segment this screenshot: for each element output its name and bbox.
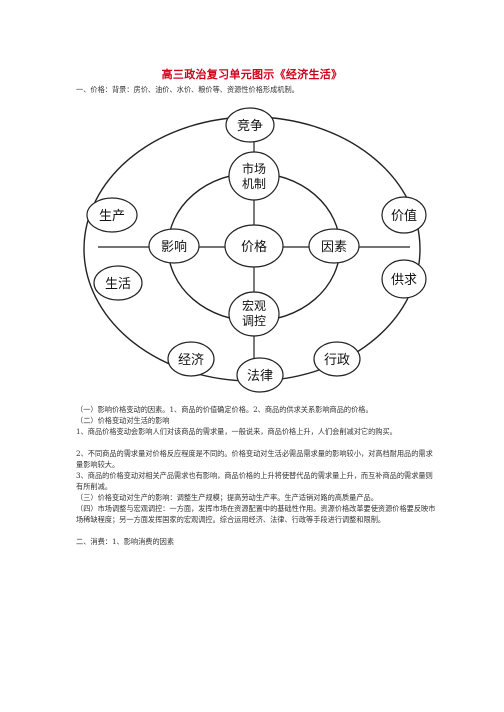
node-macro-control: 宏观 调控 (228, 291, 280, 337)
svg-text:价值: 价值 (391, 208, 417, 224)
price-concept-diagram: 竞争 生产 生活 经济 法律 行政 供求 价值 市场 机制 影响 价格 (83, 107, 427, 393)
svg-text:影响: 影响 (161, 239, 187, 255)
para-3: 1、商品价格变动会影响人们对该商品的需求量，一般说来，商品价格上升，人们会削减对… (76, 427, 397, 436)
para-6: （三）价格变动对生产的影响：调整生产规模；提高劳动生产率。生产适销对路的高质量产… (76, 493, 378, 502)
node-life: 生活 (93, 265, 143, 301)
svg-text:生产: 生产 (99, 209, 125, 224)
node-production: 生产 (86, 197, 138, 233)
svg-text:宏观: 宏观 (242, 298, 266, 313)
node-supply-demand: 供求 (381, 259, 427, 299)
svg-text:竞争: 竞争 (237, 118, 263, 134)
svg-text:价格: 价格 (241, 239, 267, 255)
svg-text:因素: 因素 (321, 240, 347, 255)
svg-text:机制: 机制 (242, 177, 266, 191)
node-economy: 经济 (167, 341, 215, 377)
node-price: 价格 (224, 224, 284, 268)
para-7: （四）市场调整与宏观调控：一方面，发挥市场在资源配置中的基础性作用。资源价格改革… (76, 504, 436, 524)
intro-line: 一、价格：背景：房价、油价、水价、粮价等、资源性价格形成机制。 (76, 85, 299, 94)
svg-text:行政: 行政 (324, 353, 350, 368)
para-8: 二、消费：1、影响消费的因素 (76, 537, 175, 546)
svg-text:经济: 经济 (178, 353, 204, 368)
svg-text:法律: 法律 (247, 369, 273, 384)
node-law: 法律 (236, 357, 284, 393)
node-value: 价值 (381, 196, 427, 234)
node-market-mechanism: 市场 机制 (228, 151, 280, 201)
para-2: （二）价格变动对生活的影响 (76, 416, 170, 425)
node-factors: 因素 (308, 228, 360, 264)
svg-text:调控: 调控 (242, 314, 266, 328)
node-competition: 竞争 (225, 107, 275, 143)
node-administration: 行政 (313, 341, 361, 377)
para-4: 2、不同商品的需求量对价格反应程度是不同的。价格变动对生活必需品需求量的影响较小… (76, 449, 433, 469)
svg-text:生活: 生活 (105, 277, 131, 292)
para-1: （一）影响价格变动的因素。1、商品的价值确定价格。2、商品的供求关系影响商品的价… (76, 405, 373, 414)
node-influence: 影响 (148, 228, 200, 264)
svg-text:市场: 市场 (242, 161, 266, 176)
para-5: 3、商品的价格变动对相关产品需求也有影响，商品价格的上升将使替代品的需求量上升，… (76, 471, 433, 491)
svg-text:供求: 供求 (391, 273, 417, 288)
document-title: 高三政治复习单元图示《经济生活》 (161, 68, 343, 81)
